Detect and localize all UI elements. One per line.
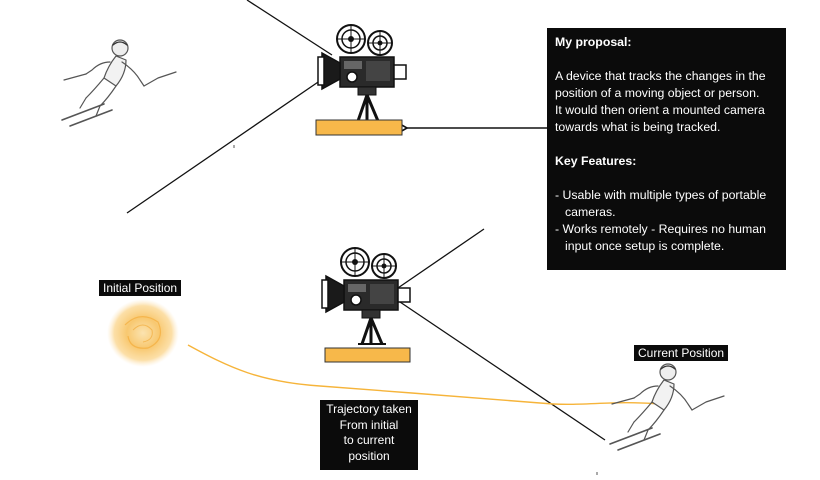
feature-item: - Usable with multiple types of portable… bbox=[555, 188, 767, 219]
features-list: - Usable with multiple types of portable… bbox=[555, 187, 778, 255]
trajectory-label: Trajectory taken From initial to current… bbox=[320, 400, 418, 470]
trajectory-label-line: Trajectory taken bbox=[326, 402, 412, 416]
top-camera-beam-lower bbox=[126, 77, 325, 214]
initial-position-label: Initial Position bbox=[99, 280, 182, 296]
feature-item: - Works remotely - Requires no human inp… bbox=[555, 222, 766, 253]
proposal-description-line: position of a moving object or person. bbox=[555, 86, 760, 100]
proposal-description-line: A device that tracks the changes in the bbox=[555, 69, 766, 83]
proposal-description-line: It would then orient a mounted camera bbox=[555, 103, 765, 117]
movie-camera-icon bbox=[320, 246, 412, 346]
proposal-description-line: towards what is being tracked. bbox=[555, 120, 721, 134]
top-camera bbox=[315, 23, 408, 136]
position-blob-icon bbox=[107, 299, 179, 367]
movie-camera-icon bbox=[316, 23, 408, 123]
proposal-box: My proposal: A device that tracks the ch… bbox=[547, 28, 786, 270]
current-position-label: Current Position bbox=[634, 345, 729, 361]
bottom-camera-base bbox=[324, 347, 411, 363]
skier-icon bbox=[609, 363, 725, 451]
trajectory-label-line: to current bbox=[343, 433, 395, 447]
bottom-camera-beam-upper bbox=[394, 228, 485, 291]
proposal-heading: My proposal: bbox=[555, 35, 632, 49]
top-camera-beam-upper bbox=[246, 0, 333, 56]
bottom-camera-beam-lower bbox=[399, 301, 606, 441]
trajectory-path bbox=[187, 344, 661, 405]
features-heading: Key Features: bbox=[555, 154, 637, 168]
skier-icon bbox=[61, 39, 177, 127]
trajectory-label-line: From initial bbox=[339, 417, 399, 432]
top-camera-base bbox=[315, 119, 403, 136]
bottom-camera bbox=[320, 246, 412, 363]
trajectory-label-line: position bbox=[348, 448, 390, 463]
